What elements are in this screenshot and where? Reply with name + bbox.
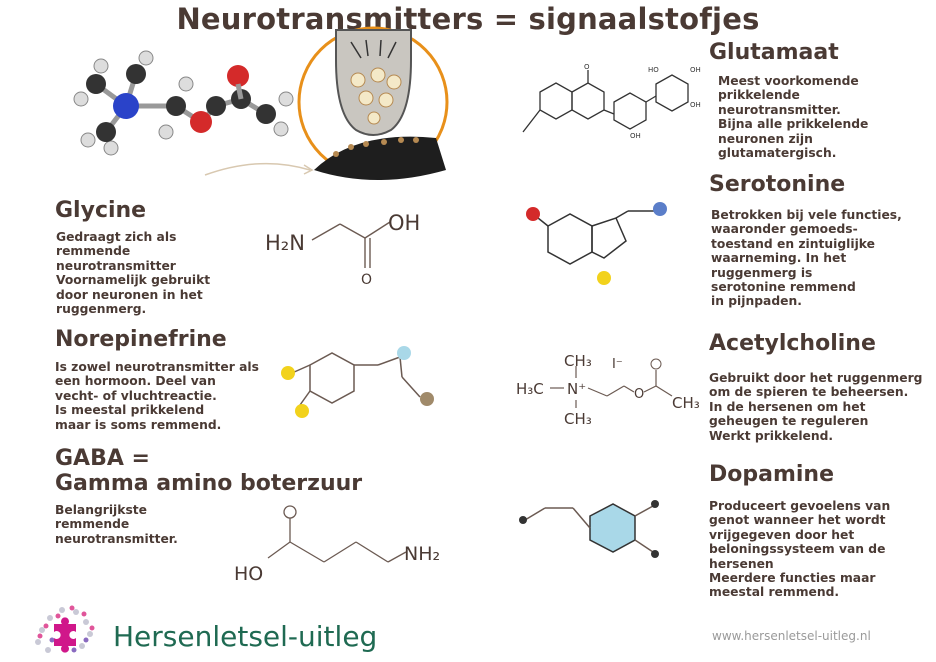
line: toestand en zintuiglijke	[711, 236, 875, 251]
acetyl-ch3-top: CH₃	[564, 352, 592, 370]
gaba-structure: HO NH₂	[234, 505, 440, 585]
heading-gaba-line1: GABA =	[55, 446, 150, 471]
dopamine-structure	[519, 500, 659, 558]
line: neurotransmitter	[56, 258, 176, 273]
website-url[interactable]: www.hersenletsel-uitleg.nl	[712, 629, 871, 643]
serotonine-structure	[526, 202, 667, 285]
line: door neuronen in het	[56, 287, 203, 302]
gaba-nh2: NH₂	[404, 543, 440, 565]
synapse-illustration-icon	[297, 26, 449, 180]
glycine-oh: OH	[388, 211, 420, 235]
line: neurotransmitter.	[55, 531, 178, 546]
line: een hormoon. Deel van	[55, 374, 216, 389]
acetyl-ch3-bottom: CH₃	[564, 410, 592, 428]
acetylcholine-structure: CH₃ I⁻ H₃C N⁺ O CH₃ CH₃	[516, 352, 700, 428]
desc-dopamine: Produceert gevoelens van genot wanneer h…	[709, 499, 890, 600]
desc-glycine: Gedraagt zich als remmende neurotransmit…	[56, 230, 210, 316]
line: waaronder gemoeds-	[711, 222, 858, 237]
line: vrijgegeven door het	[709, 527, 855, 542]
line: Meerdere functies maar	[709, 571, 876, 586]
heading-glycine: Glycine	[55, 198, 147, 223]
svg-text:HO: HO	[648, 66, 659, 74]
page-title: Neurotransmitters = signaalstofjes	[176, 2, 760, 36]
line: waarneming. In het	[711, 251, 847, 266]
acetyl-n: N⁺	[567, 380, 586, 398]
line: ruggenmerg is	[711, 265, 813, 280]
line: Gebruikt door het ruggenmerg	[709, 371, 923, 385]
norepinefrine-structure	[281, 346, 434, 418]
heading-serotonine: Serotonine	[709, 172, 846, 197]
gaba-ho: HO	[234, 563, 263, 585]
line: glutamatergisch.	[718, 146, 837, 161]
line: om de spieren te beheersen.	[709, 385, 909, 400]
arrow-icon	[204, 162, 314, 176]
line: Betrokken bij vele functies,	[711, 208, 902, 222]
glycine-structure: H₂N OH O	[265, 211, 420, 288]
line: Produceert gevoelens van	[709, 499, 891, 513]
line: ruggenmerg.	[56, 302, 147, 317]
line: beloningssysteem van de	[709, 542, 886, 557]
line: Gedraagt zich als	[56, 230, 177, 244]
line: Bijna alle prikkelende	[718, 117, 869, 132]
heading-gaba-line2: Gamma amino boterzuur	[55, 471, 363, 496]
desc-norepinefrine: Is zowel neurotransmitter als een hormoo…	[55, 360, 259, 432]
svg-text:O: O	[361, 272, 372, 288]
line: vecht- of vluchtreactie.	[55, 388, 217, 403]
line: prikkelende	[718, 88, 800, 103]
line: maar is soms remmend.	[55, 417, 222, 432]
acetyl-ch3-right: CH₃	[672, 394, 700, 412]
line: geheugen te reguleren	[709, 414, 869, 429]
heading-acetylcholine: Acetylcholine	[709, 331, 876, 356]
line: neuronen zijn	[718, 131, 813, 146]
line: Belangrijkste	[55, 503, 147, 517]
brand-name: Hersenletsel-uitleg	[113, 620, 378, 653]
svg-text:O: O	[584, 63, 590, 71]
line: In de hersenen om het	[709, 399, 866, 414]
glutamaat-structure: O HO OH OH OH	[522, 63, 701, 140]
line: Voornamelijk gebruikt	[56, 273, 211, 288]
ball-and-stick-molecule-icon	[73, 50, 294, 156]
line: in pijnpaden.	[711, 294, 802, 309]
line: hersenen	[709, 556, 774, 571]
svg-text:OH: OH	[690, 66, 701, 74]
line: Werkt prikkelend.	[709, 428, 834, 443]
line: serotonine remmend	[711, 280, 856, 295]
desc-serotonine: Betrokken bij vele functies, waaronder g…	[711, 208, 902, 309]
line: Is meestal prikkelend	[55, 403, 205, 418]
line: meestal remmend.	[709, 585, 840, 600]
desc-acetylcholine: Gebruikt door het ruggenmerg om de spier…	[709, 371, 922, 443]
heading-norepinefrine: Norepinefrine	[55, 327, 227, 352]
heading-dopamine: Dopamine	[709, 462, 835, 487]
heading-glutamaat: Glutamaat	[709, 40, 839, 65]
acetyl-h3c: H₃C	[516, 380, 544, 398]
brain-puzzle-logo-icon	[35, 605, 95, 653]
svg-text:OH: OH	[690, 101, 701, 109]
heading-gaba: GABA = Gamma amino boterzuur	[55, 446, 362, 496]
line: genot wanneer het wordt	[709, 513, 886, 528]
svg-text:O: O	[634, 387, 644, 402]
acetyl-iodide: I⁻	[612, 357, 623, 372]
line: remmende	[55, 517, 130, 532]
line: Meest voorkomende	[718, 74, 859, 88]
line: Is zowel neurotransmitter als	[55, 360, 259, 374]
line: remmende	[56, 244, 131, 259]
desc-gaba: Belangrijkste remmende neurotransmitter.	[55, 503, 178, 546]
line: neurotransmitter.	[718, 102, 841, 117]
desc-glutamaat: Meest voorkomende prikkelende neurotrans…	[718, 74, 868, 160]
glycine-amine: H₂N	[265, 231, 305, 255]
svg-text:OH: OH	[630, 132, 641, 140]
